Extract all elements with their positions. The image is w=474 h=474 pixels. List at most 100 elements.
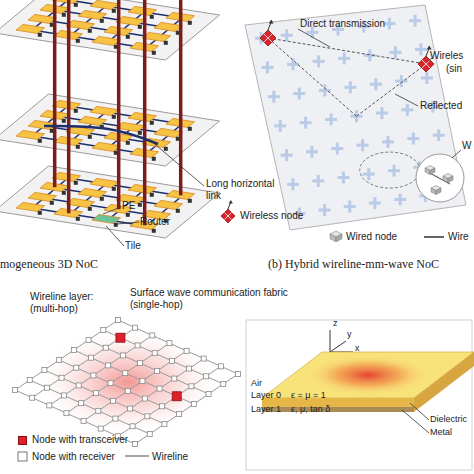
label-text: W bbox=[462, 140, 471, 152]
router bbox=[150, 193, 154, 197]
cube-right bbox=[448, 176, 453, 183]
grid-cross bbox=[330, 113, 333, 125]
router bbox=[38, 139, 42, 143]
router bbox=[50, 201, 54, 205]
receiver-node bbox=[44, 385, 49, 390]
router bbox=[150, 121, 154, 125]
tile bbox=[92, 214, 121, 223]
antenna-tip bbox=[269, 20, 274, 24]
receiver-node bbox=[140, 378, 145, 383]
legend-text: Wired node bbox=[346, 231, 397, 242]
grid-cross bbox=[388, 18, 391, 30]
receiver-node bbox=[130, 424, 135, 429]
router bbox=[138, 131, 142, 135]
wireless-node-icon bbox=[260, 20, 276, 46]
router bbox=[114, 223, 118, 227]
receiver-node bbox=[128, 406, 133, 411]
legend-item: Wired node bbox=[346, 231, 397, 243]
receiver-node bbox=[71, 348, 76, 353]
receiver-node bbox=[111, 398, 116, 403]
router bbox=[74, 3, 78, 7]
noc-layer bbox=[0, 94, 220, 166]
router bbox=[112, 115, 116, 119]
layer-plane bbox=[0, 0, 220, 60]
receiver-node bbox=[160, 404, 165, 409]
receiver-sample bbox=[18, 452, 27, 461]
tile bbox=[78, 116, 107, 125]
receiver-node bbox=[98, 426, 103, 431]
tile bbox=[128, 6, 157, 15]
receiver-node bbox=[184, 348, 189, 353]
grid-cross bbox=[279, 120, 282, 132]
noc-layer bbox=[0, 166, 220, 238]
receiver-node bbox=[89, 355, 94, 360]
label-text: z bbox=[333, 318, 338, 328]
receiver-node bbox=[236, 372, 241, 377]
grid-cross bbox=[292, 58, 295, 70]
grid-cross bbox=[374, 78, 377, 90]
grid-cross bbox=[399, 194, 402, 206]
receiver-node bbox=[162, 422, 167, 427]
tile bbox=[128, 112, 157, 121]
legend-item: Node with receiver bbox=[32, 451, 115, 463]
tile bbox=[154, 128, 183, 137]
wired-node-icon bbox=[443, 174, 453, 183]
label-text: Layer 0 bbox=[251, 390, 281, 400]
tile bbox=[16, 130, 45, 139]
tile bbox=[92, 36, 121, 45]
legend-item: Wireless node bbox=[240, 210, 303, 222]
tsv-pillar bbox=[143, 0, 147, 225]
label-text: Layer 1 bbox=[251, 404, 281, 414]
wireline bbox=[44, 370, 164, 424]
router bbox=[38, 33, 42, 37]
router bbox=[76, 39, 80, 43]
tile bbox=[28, 14, 57, 23]
field-blob bbox=[306, 355, 430, 395]
receiver-node bbox=[157, 386, 162, 391]
label-text: Wireles bbox=[430, 50, 463, 62]
receiver-node bbox=[133, 325, 138, 330]
label-text: ε, μ, tan δ bbox=[291, 404, 330, 414]
receiver-node bbox=[30, 395, 35, 400]
router bbox=[188, 21, 192, 25]
legend-text: Wireline bbox=[152, 451, 188, 462]
router bbox=[88, 207, 92, 211]
receiver-node bbox=[155, 368, 160, 373]
receiver-node bbox=[123, 371, 128, 376]
grid-cross bbox=[285, 149, 288, 161]
leader-line bbox=[402, 410, 429, 433]
grid-cross bbox=[298, 88, 301, 100]
router bbox=[188, 127, 192, 131]
wireline-sample bbox=[125, 455, 149, 457]
grid-cross bbox=[342, 172, 345, 184]
receiver-node bbox=[76, 383, 81, 388]
receiver-node bbox=[108, 381, 113, 386]
legend-item: Node with transceiver bbox=[18, 434, 128, 446]
grid-cross bbox=[317, 55, 320, 67]
router bbox=[126, 35, 130, 39]
router bbox=[176, 209, 180, 213]
router bbox=[100, 197, 104, 201]
grid-cross bbox=[285, 29, 288, 41]
receiver-node bbox=[13, 388, 18, 393]
tile bbox=[154, 200, 183, 209]
wired-node-icon bbox=[425, 166, 435, 175]
legend-text: Wire bbox=[448, 231, 469, 242]
cube-right bbox=[436, 188, 441, 195]
label-text: mogeneous 3D NoC bbox=[0, 258, 98, 272]
wireline bbox=[135, 374, 238, 444]
receiver-node bbox=[64, 411, 69, 416]
tile bbox=[90, 0, 119, 9]
grid-cross bbox=[380, 107, 383, 119]
receiver-node bbox=[74, 365, 79, 370]
receiver-node bbox=[204, 374, 209, 379]
leader-line bbox=[298, 29, 330, 47]
leader-line bbox=[150, 140, 204, 186]
dielectric-face bbox=[262, 398, 414, 407]
label-text: Router bbox=[140, 216, 170, 228]
grid-cross bbox=[310, 146, 313, 158]
tsv-pillar bbox=[67, 0, 71, 213]
label-text: Tile bbox=[125, 240, 141, 252]
router bbox=[188, 199, 192, 203]
cube-left bbox=[443, 176, 448, 183]
